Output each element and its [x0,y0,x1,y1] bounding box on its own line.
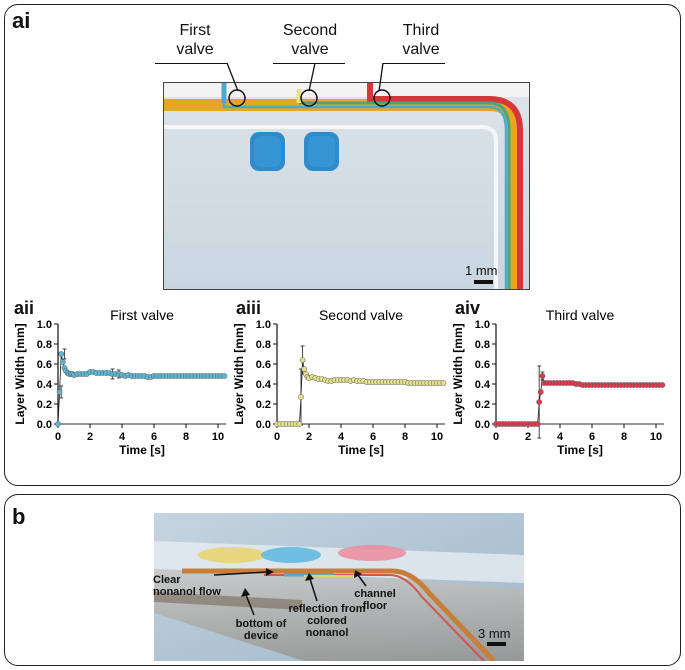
chart-first-valve: First valve 0.0 0.2 0.4 0.6 0.8 1.0 0 2 4 6 8 10Time… [13,308,228,457]
panel-label-aii: aii [14,298,35,318]
panel-label-aiv: aiv [455,298,481,318]
second-valve-label: Second valve [282,22,338,58]
x-tick-label: 6 [589,431,595,443]
y-tick-label: 0.8 [256,339,271,351]
panel-label-ai: ai [12,8,31,33]
annotation-channel-floor: channel floor [354,588,396,612]
data-point [58,351,65,357]
x-axis-label: Time [s] [338,443,384,457]
annotation-bottom-of-device: bottom of device [235,618,287,642]
y-tick-label: 1.0 [256,319,271,331]
y-tick-label: 0.8 [475,339,490,351]
panel-b [4,494,681,666]
x-tick-label: 0 [493,431,499,443]
x-tick-label: 4 [557,431,564,443]
data-point [55,421,61,427]
chart-title: Second valve [319,308,403,323]
y-tick-label: 0.8 [37,339,52,351]
x-tick-label: 10 [650,431,662,443]
x-tick-label: 2 [306,431,312,443]
x-tick-label: 6 [151,431,157,443]
second-valve-underline [273,63,345,64]
annotation-reflection: reflection from colored nonanol [288,603,366,639]
y-tick-label: 0.6 [37,359,52,371]
x-tick-label: 0 [274,431,280,443]
data-point [536,399,543,405]
first-valve-underline [155,63,227,64]
device-side-photo-svg [154,513,524,661]
y-axis-label: Layer Width [mm] [451,323,465,424]
chart-second-valve: Second valve 0.0 0.2 0.4 0.6 0.8 1.0 0 2 4 6 8 10Tim… [232,308,447,457]
panel-a [4,4,681,486]
data-point [440,380,447,386]
y-tick-label: 0.2 [37,399,52,411]
data-point [534,421,541,427]
x-tick-label: 2 [525,431,531,443]
y-tick-label: 0.2 [256,399,271,411]
y-tick-label: 0.0 [37,419,52,431]
y-tick-label: 0.4 [475,379,491,391]
x-tick-label: 8 [402,431,408,443]
x-axis-label: Time [s] [557,443,603,457]
data-point [301,366,308,372]
panel-label-b: b [12,504,26,529]
x-tick-label: 10 [431,431,443,443]
x-tick-label: 10 [212,431,224,443]
x-tick-label: 0 [55,431,61,443]
data-point [298,394,304,400]
y-tick-label: 0.4 [37,379,53,391]
y-tick-label: 1.0 [475,319,490,331]
valve-leader-lines [226,62,384,92]
panel-label-aiii: aiii [236,298,262,318]
y-tick-label: 0.0 [256,419,271,431]
scale-bar-label-b: 3 mm [478,626,511,641]
data-point [659,382,666,388]
chart-title: First valve [110,308,174,323]
y-tick-label: 0.6 [475,359,490,371]
y-tick-label: 1.0 [37,319,52,331]
y-tick-label: 0.2 [475,399,490,411]
device-side-photo [154,513,524,661]
device-top-photo: 1 mm [163,82,530,290]
data-point [539,373,546,379]
x-tick-label: 8 [621,431,627,443]
data-point [299,357,306,363]
x-tick-label: 4 [338,431,345,443]
first-valve-label: First valve [176,22,214,58]
y-tick-label: 0.6 [256,359,271,371]
data-point [537,389,544,395]
scale-bar-label-a: 1 mm [465,263,498,278]
chart-title: Third valve [546,308,615,323]
device-top-photo-svg [164,83,529,289]
x-tick-label: 4 [119,431,126,443]
y-axis-label: Layer Width [mm] [232,323,246,424]
y-tick-label: 0.0 [475,419,490,431]
data-point [296,421,303,427]
y-tick-label: 0.4 [256,379,272,391]
third-valve-label: Third valve [402,22,440,58]
data-point [56,389,63,395]
data-point [221,373,228,379]
data-point [59,359,66,365]
x-tick-label: 8 [183,431,189,443]
annotation-clear-nonanol-flow: Clear nonanol flow [153,574,221,598]
chart-third-valve: Third valve 0.0 0.2 0.4 0.6 0.8 1.0 0 2 4 6 8 10Time… [451,308,666,457]
y-axis-label: Layer Width [mm] [13,323,27,424]
third-valve-underline [383,63,445,64]
x-tick-label: 2 [87,431,93,443]
x-tick-label: 6 [370,431,376,443]
x-axis-label: Time [s] [119,443,165,457]
series-line [57,353,225,425]
